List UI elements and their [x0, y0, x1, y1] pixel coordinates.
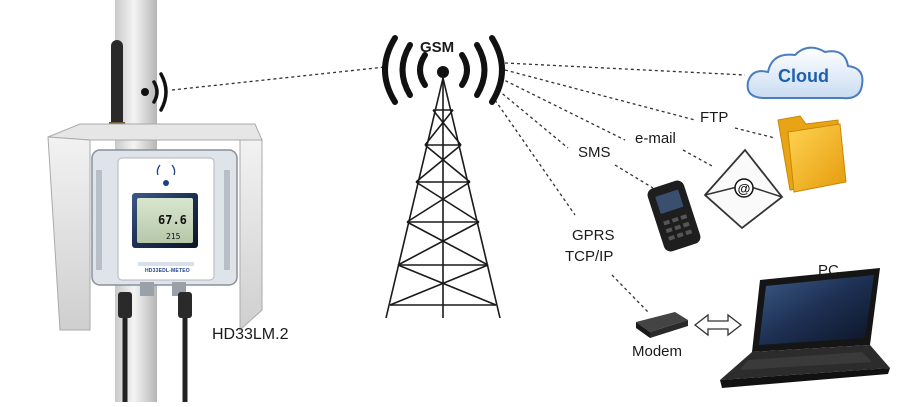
line-gsm-cloud: [504, 62, 746, 76]
protective-hood: [47, 123, 263, 332]
line-device-gsm: [171, 66, 386, 91]
screen-value-top: 67.6: [158, 213, 187, 227]
antenna: [109, 40, 125, 134]
bidirectional-arrow-icon: [693, 313, 743, 337]
cloud-label: Cloud: [778, 66, 829, 86]
laptop-icon: [720, 268, 890, 388]
gsm-label: GSM: [420, 39, 455, 56]
svg-text:@: @: [738, 181, 751, 196]
pc-label: PC: [818, 262, 839, 279]
line-gsm-gprs: [494, 99, 576, 216]
email-label: e-mail: [635, 130, 676, 147]
gsm-signal-icon: [382, 35, 505, 105]
data-logger-device: [91, 149, 238, 286]
mobile-phone-icon: [647, 180, 701, 252]
gprs-label: GPRS: [572, 227, 615, 244]
line-ftp-folder: [734, 127, 776, 139]
modem-label: Modem: [632, 343, 683, 360]
sms-label: SMS: [578, 144, 611, 161]
device-signal-icon: [141, 72, 168, 112]
device-model-label: HD33LM.2: [212, 326, 289, 343]
line-gsm-email: [499, 77, 626, 141]
line-sms-phone: [614, 164, 654, 189]
line-gprs-modem: [611, 274, 649, 313]
cloud-icon: [746, 46, 864, 100]
device-cables: [118, 282, 192, 402]
connection-lines: [171, 62, 776, 313]
ftp-label: FTP: [700, 109, 729, 126]
envelope-icon: @: [703, 148, 784, 230]
line-gsm-ftp: [504, 69, 696, 121]
gsm-tower: [385, 77, 501, 319]
folder-icon: [777, 115, 847, 193]
modem-icon: [636, 312, 688, 338]
screen-value-bottom: 215: [166, 232, 181, 241]
tcpip-label: TCP/IP: [565, 248, 614, 265]
device-brand-label: HD33EDL-METEO: [145, 268, 190, 274]
line-gsm-sms: [497, 89, 569, 149]
line-email-envelope: [682, 149, 713, 167]
